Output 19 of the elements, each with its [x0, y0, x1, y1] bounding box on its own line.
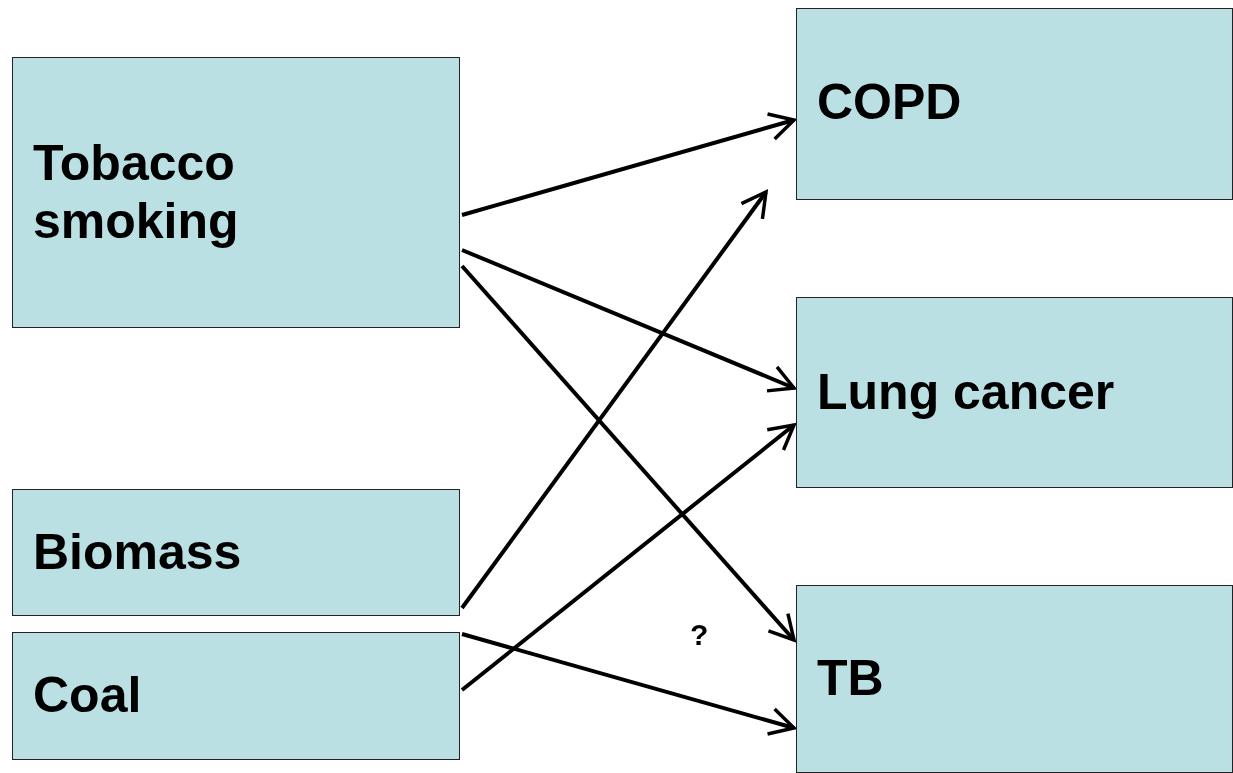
- arrow: [461, 248, 796, 393]
- arrow: [460, 264, 796, 642]
- node-label: Coal: [33, 667, 142, 725]
- node-label: Lung cancer: [817, 363, 1115, 422]
- arrow: [461, 632, 796, 736]
- process-box: [796, 585, 1233, 773]
- process-box: [796, 297, 1233, 488]
- process-box: [12, 632, 460, 760]
- arrow: [460, 423, 796, 692]
- question-mark-label: ?: [690, 618, 709, 652]
- arrow: [460, 190, 768, 610]
- arrow: [461, 112, 796, 217]
- node-label: COPD: [817, 74, 962, 132]
- node-label: TB: [817, 650, 884, 708]
- node-label: Tobacco smoking: [33, 135, 240, 250]
- node-label: Biomass: [33, 523, 242, 582]
- process-box: [12, 489, 460, 616]
- process-box: [12, 57, 460, 328]
- process-box: [796, 8, 1233, 200]
